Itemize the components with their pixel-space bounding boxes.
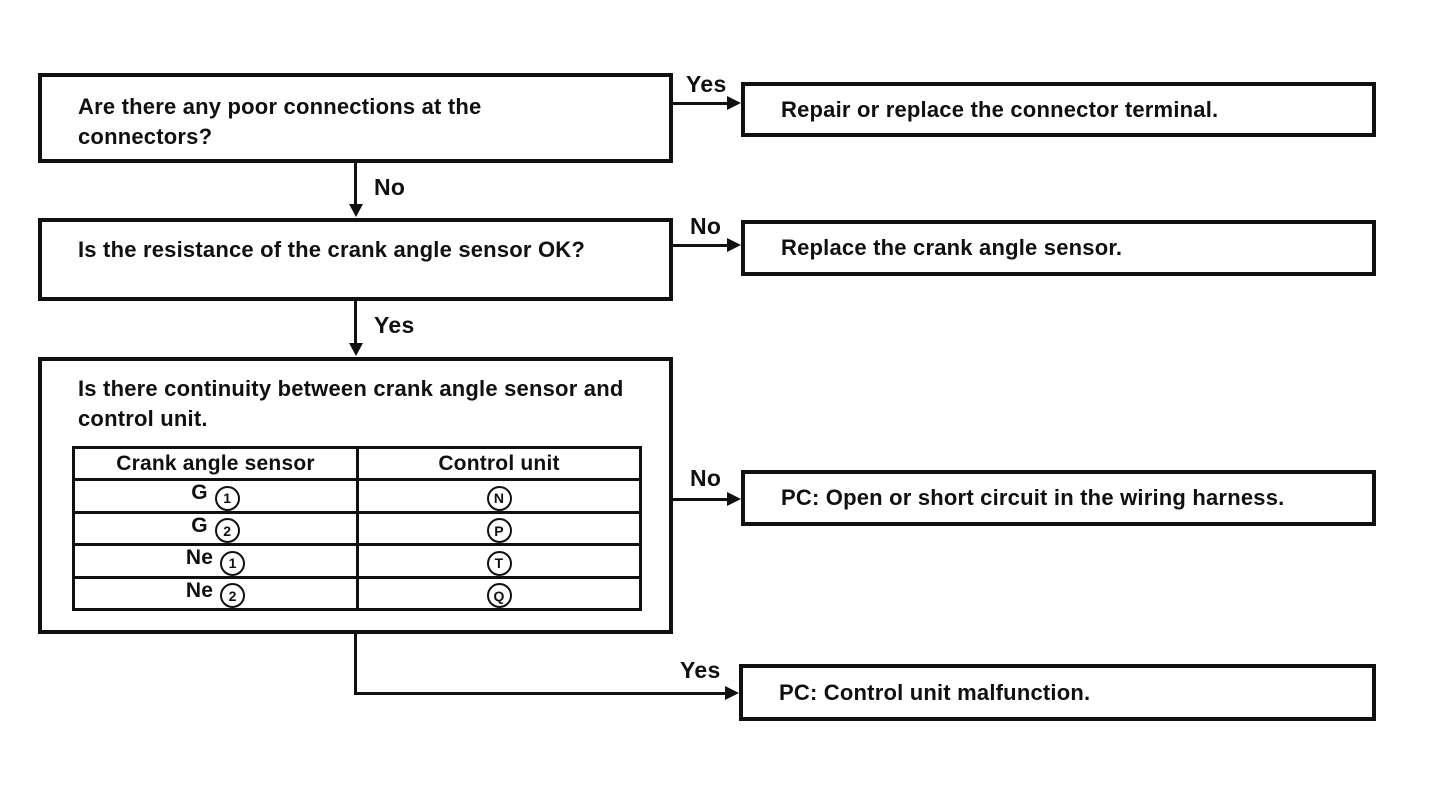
branch-label-yes: Yes: [680, 657, 721, 683]
circled-pin-letter: Q: [486, 583, 512, 608]
connector-line-q1-no: [354, 163, 357, 206]
circled-pin-letter: T: [486, 550, 512, 576]
action-box-control-unit-malfunction: PC: Control unit malfunction.: [739, 664, 1376, 721]
circled-pin-number: 1: [214, 485, 240, 511]
table-header-row: Crank angle sensor Control unit: [72, 446, 642, 481]
sensor-label: G: [191, 513, 208, 537]
control-pin-cell: P: [356, 510, 642, 546]
action-box-repair-connector: Repair or replace the connector terminal…: [741, 82, 1376, 137]
circled-pin-letter: N: [486, 485, 512, 511]
action-box-replace-sensor: Replace the crank angle sensor.: [741, 220, 1376, 276]
action-text: PC: Open or short circuit in the wiring …: [781, 485, 1285, 510]
arrowhead-down-icon: [349, 343, 363, 356]
sensor-label: G: [191, 481, 208, 504]
branch-label-no: No: [690, 213, 722, 239]
circled-pin-number: 2: [220, 583, 246, 608]
connector-line-q2-no: [672, 244, 727, 247]
control-pin-cell: T: [356, 543, 642, 579]
control-pin-cell: N: [356, 478, 642, 514]
action-text: Repair or replace the connector terminal…: [781, 96, 1219, 122]
connector-line-q3-yes-horizontal: [354, 692, 725, 695]
sensor-label: Ne: [185, 578, 214, 602]
arrowhead-right-icon: [725, 686, 739, 700]
circled-pin-number: 2: [214, 518, 240, 543]
sensor-label: Ne: [185, 546, 214, 569]
table-row: Ne 1 T: [72, 543, 642, 579]
circled-pin-letter: P: [486, 518, 512, 543]
connector-line-q2-yes: [354, 300, 357, 345]
connector-line-q3-yes-vertical: [354, 633, 357, 695]
connector-line-q3-no: [673, 498, 727, 501]
column-header-crank-angle-sensor: Crank angle sensor: [72, 446, 359, 481]
decision-box-sensor-resistance: Is the resistance of the crank angle sen…: [38, 218, 673, 301]
decision-text: Is the resistance of the crank angle sen…: [78, 237, 586, 262]
action-text: PC: Control unit malfunction.: [779, 679, 1091, 705]
decision-text: Is there continuity between crank angle …: [78, 376, 624, 431]
branch-label-no: No: [374, 174, 406, 200]
arrowhead-right-icon: [727, 96, 741, 110]
arrowhead-right-icon: [727, 492, 741, 506]
arrowhead-right-icon: [727, 238, 741, 252]
branch-label-no: No: [690, 465, 722, 491]
action-box-open-short-circuit: PC: Open or short circuit in the wiring …: [741, 470, 1376, 526]
branch-label-yes: Yes: [374, 312, 415, 338]
column-header-control-unit: Control unit: [356, 446, 642, 481]
action-text: Replace the crank angle sensor.: [781, 235, 1123, 260]
control-pin-cell: Q: [356, 575, 642, 611]
arrowhead-down-icon: [349, 204, 363, 217]
sensor-pin-cell: Ne 1: [72, 543, 359, 579]
connector-line-q1-yes: [672, 102, 729, 105]
decision-box-poor-connections: Are there any poor connections at the co…: [38, 73, 673, 163]
branch-label-yes: Yes: [686, 71, 727, 97]
decision-text: Are there any poor connections at the co…: [78, 94, 482, 149]
circled-pin-number: 1: [220, 550, 246, 576]
